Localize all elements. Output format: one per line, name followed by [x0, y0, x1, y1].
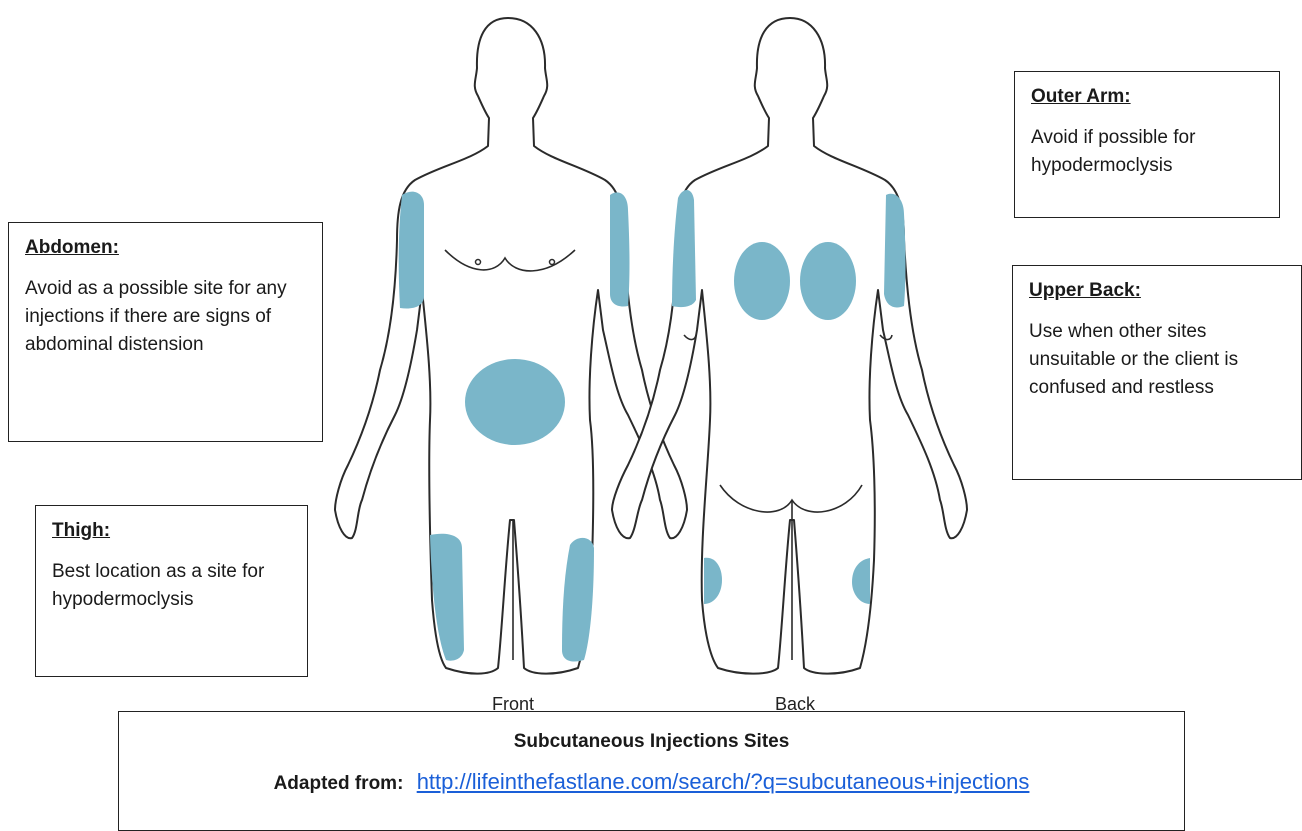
front-arm-right-site	[610, 192, 630, 306]
upper-back-note-title: Upper Back:	[1029, 280, 1289, 302]
back-body-outline	[612, 18, 967, 674]
abdomen-note: Abdomen: Avoid as a possible site for an…	[8, 222, 323, 442]
outer-arm-note: Outer Arm: Avoid if possible for hypoder…	[1014, 71, 1280, 218]
front-thigh-left-site	[430, 534, 464, 661]
credit-box: Subcutaneous Injections Sites Adapted fr…	[118, 711, 1185, 831]
thigh-note-text: Best location as a site for hypodermocly…	[52, 558, 295, 614]
back-arm-left-site	[672, 190, 696, 307]
credit-source: Adapted from: http://lifeinthefastlane.c…	[119, 769, 1184, 795]
credit-title: Subcutaneous Injections Sites	[119, 731, 1184, 753]
abdomen-note-text: Avoid as a possible site for any injecti…	[25, 275, 310, 359]
body-diagram	[320, 0, 980, 705]
back-arm-right-site	[884, 194, 906, 308]
front-abdomen-site	[465, 359, 565, 445]
back-upper-right-site	[800, 242, 856, 320]
outer-arm-note-text: Avoid if possible for hypodermoclysis	[1031, 124, 1267, 180]
upper-back-note-text: Use when other sites unsuitable or the c…	[1029, 318, 1289, 402]
front-arm-left-site	[399, 192, 424, 309]
upper-back-note: Upper Back: Use when other sites unsuita…	[1012, 265, 1302, 480]
back-upper-left-site	[734, 242, 790, 320]
adapted-label: Adapted from:	[274, 773, 404, 794]
thigh-note-title: Thigh:	[52, 520, 295, 542]
front-body-outline	[335, 18, 687, 674]
thigh-note: Thigh: Best location as a site for hypod…	[35, 505, 308, 677]
outer-arm-note-title: Outer Arm:	[1031, 86, 1267, 108]
source-link[interactable]: http://lifeinthefastlane.com/search/?q=s…	[417, 769, 1030, 794]
abdomen-note-title: Abdomen:	[25, 237, 310, 259]
